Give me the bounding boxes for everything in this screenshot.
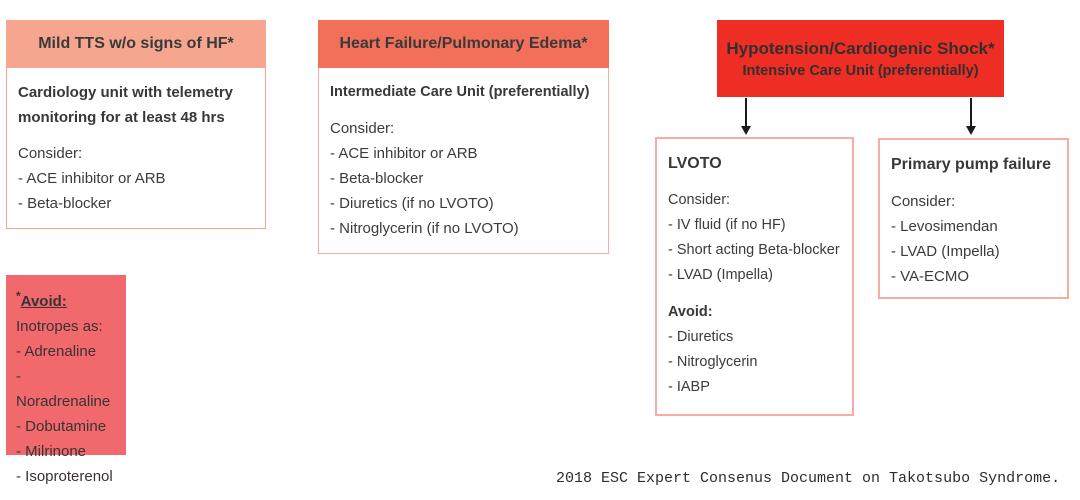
hf-consider-item: - ACE inhibitor or ARB: [330, 145, 478, 162]
mild-tts-unit-text: Cardiology unit with telemetry monitorin…: [18, 84, 234, 126]
pump-consider-item: - Levosimendan: [891, 218, 998, 235]
heart-failure-box: Heart Failure/Pulmonary Edema* Intermedi…: [318, 20, 609, 254]
lvoto-consider-item: - LVAD (Impella): [668, 267, 774, 283]
hf-consider-label: Consider:: [330, 120, 395, 137]
lvoto-box: LVOTO Consider: - IV fluid (if no HF) - …: [655, 137, 854, 416]
arrow-down-to-lvoto: [745, 98, 747, 128]
lvoto-avoid-label: Avoid:: [668, 304, 713, 320]
shock-unit-text: Intensive Care Unit (preferentially): [742, 62, 979, 79]
lvoto-consider-item: - IV fluid (if no HF): [668, 217, 786, 233]
lvoto-avoid-item: - Diuretics: [668, 329, 734, 345]
pump-consider-item: - VA-ECMO: [891, 268, 970, 285]
avoid-item: - Milrinone: [16, 443, 87, 460]
pump-consider-item: - LVAD (Impella): [891, 243, 1000, 260]
lvoto-consider-label: Consider:: [668, 192, 731, 208]
hf-consider-item: - Diuretics (if no LVOTO): [330, 195, 494, 212]
avoid-item: - Noradrenaline: [16, 368, 111, 410]
shock-title: Hypotension/Cardiogenic Shock*: [726, 38, 995, 58]
primary-pump-failure-box: Primary pump failure Consider: - Levosim…: [878, 138, 1069, 299]
pump-failure-title: Primary pump failure: [891, 156, 1052, 173]
hf-consider-item: - Nitroglycerin (if no LVOTO): [330, 220, 519, 237]
heart-failure-header: Heart Failure/Pulmonary Edema*: [318, 20, 609, 68]
mild-consider-item: - ACE inhibitor or ARB: [18, 170, 166, 187]
hf-consider-item: - Beta-blocker: [330, 170, 424, 187]
avoid-asterisk: *: [16, 289, 21, 303]
lvoto-title: LVOTO: [668, 155, 722, 172]
lvoto-consider-item: - Short acting Beta-blocker: [668, 242, 840, 258]
mild-tts-box: Mild TTS w/o signs of HF* Cardiology uni…: [6, 20, 266, 229]
mild-consider-label: Consider:: [18, 145, 83, 162]
mild-tts-header: Mild TTS w/o signs of HF*: [6, 20, 266, 68]
citation-text: 2018 ESC Expert Consenus Document on Tak…: [556, 470, 1061, 487]
heart-failure-body: Intermediate Care Unit (preferentially) …: [318, 68, 609, 254]
avoid-subtitle: Inotropes as:: [16, 318, 103, 335]
pump-consider-label: Consider:: [891, 193, 956, 210]
mild-tts-body: Cardiology unit with telemetry monitorin…: [6, 68, 266, 229]
cardiogenic-shock-box: Hypotension/Cardiogenic Shock* Intensive…: [717, 20, 1004, 97]
avoid-item: - Adrenaline: [16, 343, 97, 360]
avoid-title: *Avoid:: [16, 289, 67, 310]
heart-failure-unit-text: Intermediate Care Unit (preferentially): [330, 84, 590, 100]
avoid-inotropes-box: *Avoid: Inotropes as: - Adrenaline - Nor…: [6, 275, 126, 485]
lvoto-avoid-item: - Nitroglycerin: [668, 354, 758, 370]
avoid-item: - Dobutamine: [16, 418, 107, 435]
avoid-item: - Isoproterenol: [16, 468, 113, 485]
mild-consider-item: - Beta-blocker: [18, 195, 112, 212]
lvoto-avoid-item: - IABP: [668, 379, 710, 395]
arrow-down-to-pump-failure: [970, 98, 972, 128]
